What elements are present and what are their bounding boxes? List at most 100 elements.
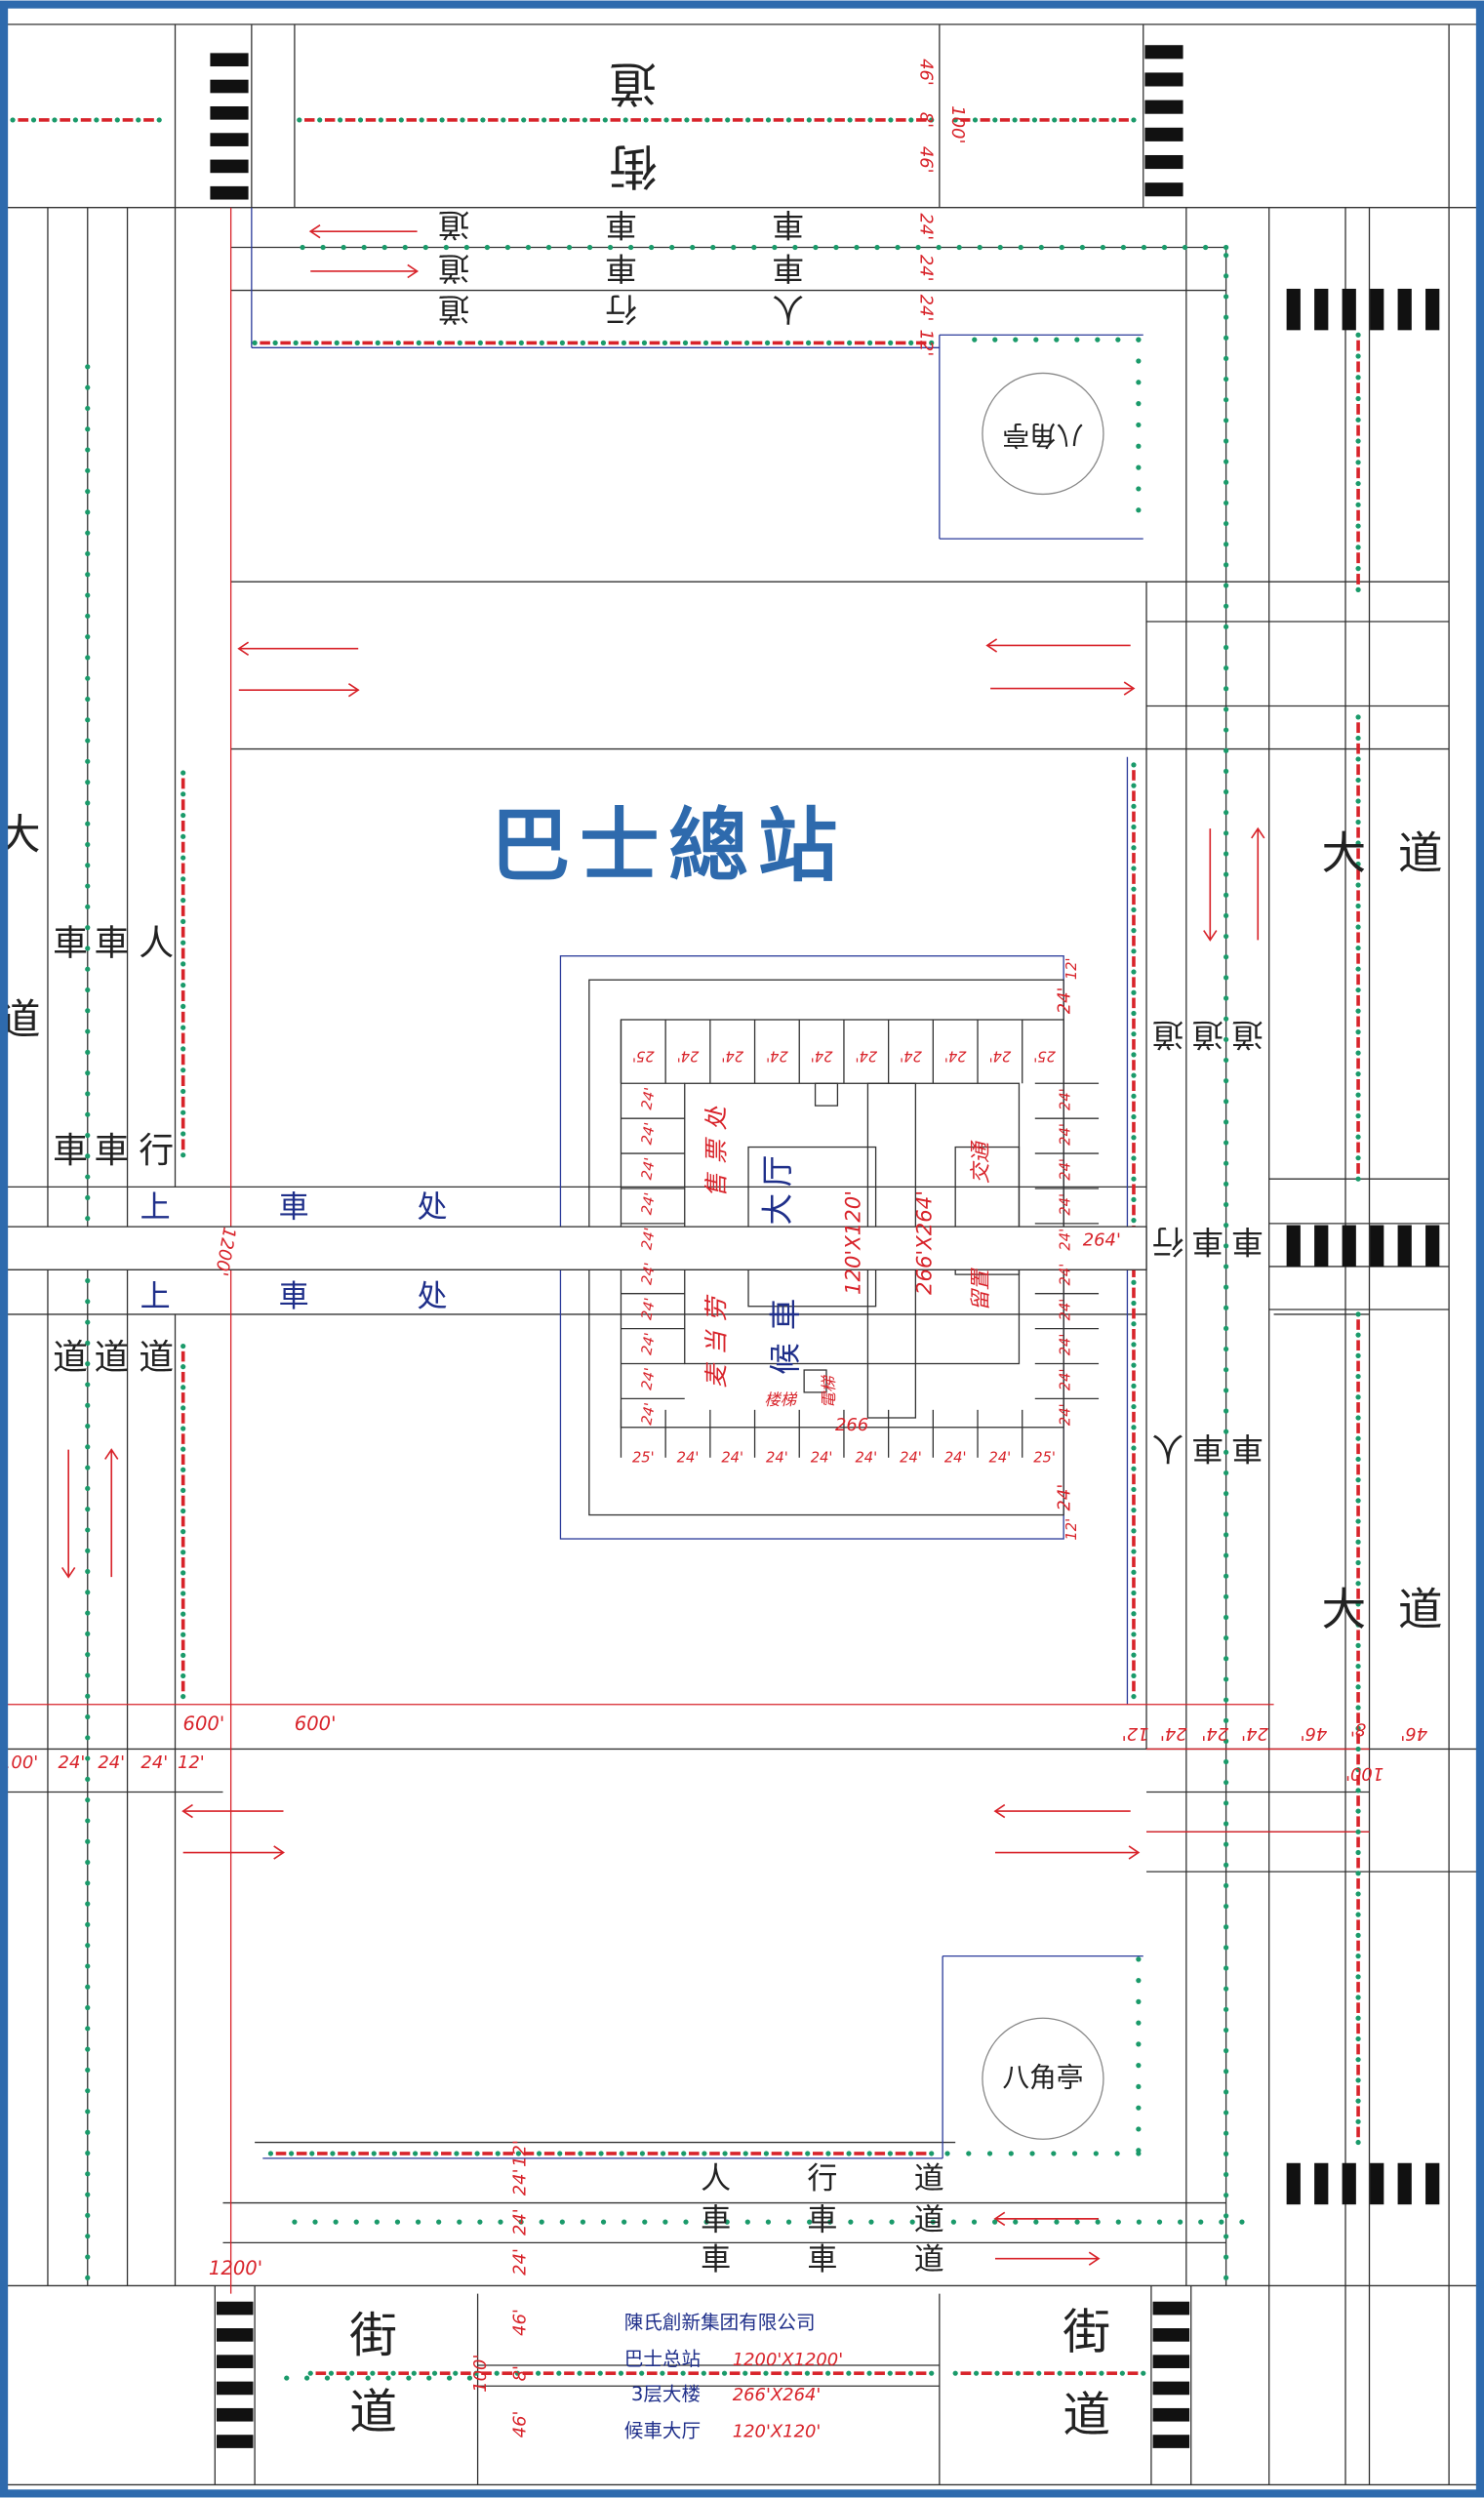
shop-top-label: 24' — [721, 1048, 743, 1065]
tree-dot — [85, 467, 91, 473]
tree-dot — [847, 340, 853, 346]
crosswalk-stripe — [1152, 2435, 1190, 2448]
tree-dot — [1131, 1486, 1137, 1493]
crosswalk — [1152, 2301, 1190, 2448]
tree-dot — [85, 1340, 91, 1346]
tree-dot — [1114, 2151, 1120, 2156]
tree-dot — [1223, 912, 1229, 919]
tree-dot — [85, 1672, 91, 1678]
crosswalk-stripe — [1286, 288, 1301, 331]
tree-dot — [1355, 798, 1361, 804]
tree-dot — [1355, 1539, 1361, 1545]
tree-dot — [1223, 1367, 1229, 1373]
tree-dot — [580, 340, 586, 346]
tree-dot — [1136, 2063, 1142, 2069]
waiting-label: 候車 — [767, 1286, 804, 1375]
tree-dot — [52, 117, 58, 123]
tree-dot — [180, 1672, 186, 1679]
tree-dot — [1355, 1373, 1361, 1380]
tree-dot — [1136, 2219, 1143, 2225]
tree-dot — [457, 340, 462, 346]
tree-dot — [889, 2219, 895, 2225]
shop-dimension-labels: 25'24'24'24'24'24'24'24'24'25'25'24'24'2… — [632, 1048, 1074, 1467]
tree-dot — [1223, 1945, 1229, 1951]
transit-label: 交通 — [969, 1140, 993, 1184]
tree-dot — [1095, 2219, 1101, 2225]
tree-dot — [1223, 1264, 1229, 1269]
tree-dot — [742, 2370, 748, 2376]
pavilion-bottom-circle — [982, 2017, 1104, 2140]
tree-dot — [1223, 727, 1229, 733]
shop-bottom-label: 24' — [677, 1450, 700, 1467]
crosswalk-stripe — [1144, 154, 1183, 170]
tree-dot — [1161, 244, 1168, 251]
tree-dot — [328, 2370, 335, 2376]
tree-dot — [1136, 2020, 1142, 2026]
tree-dot — [180, 1131, 186, 1137]
tree-dot — [580, 2219, 586, 2225]
tree-dot — [1355, 1071, 1361, 1077]
tree-dot — [807, 2219, 813, 2225]
tree-dot — [1223, 1470, 1229, 1476]
tree-dot — [180, 1343, 186, 1350]
tree-dot — [997, 244, 1003, 251]
tree-dot — [484, 244, 490, 251]
tree-dot — [1355, 1725, 1361, 1731]
tree-dot — [1223, 871, 1229, 877]
tree-dot — [1131, 948, 1137, 954]
shop-left-label: 24' — [638, 1086, 659, 1110]
shop-top-label: 24' — [811, 1048, 833, 1065]
tree-dot — [85, 863, 91, 868]
tree-dot — [337, 117, 343, 123]
tree-dot — [1198, 2219, 1204, 2225]
tree-dot — [180, 1632, 186, 1637]
tree-dot — [950, 2219, 957, 2225]
tree-dot — [1223, 1511, 1229, 1517]
tree-dot — [566, 244, 573, 251]
shop-right-label: 24' — [1058, 1158, 1074, 1181]
tree-dot — [1033, 337, 1039, 342]
dim-bottom-label: 24' — [510, 2208, 531, 2236]
tree-dot — [85, 2234, 91, 2239]
dim-right-bottom-label: 24' — [1241, 1723, 1268, 1744]
dim-bottom-label: 46' — [510, 2309, 531, 2336]
tree-dot — [85, 1568, 91, 1575]
crosswalk-stripe — [1144, 100, 1183, 114]
tree-dot — [765, 117, 772, 123]
arrow-head — [1128, 1845, 1141, 1860]
traffic-arrow — [1203, 828, 1218, 942]
tree-dot — [1223, 1077, 1229, 1084]
tree-dot — [1131, 1693, 1137, 1700]
tree-dot — [85, 758, 91, 764]
tree-dot — [85, 1590, 91, 1595]
tree-dot — [1223, 995, 1229, 1001]
arrow-head — [237, 641, 250, 656]
tree-dot — [765, 2219, 772, 2225]
tree-dot — [1131, 1342, 1137, 1348]
tree-dot — [907, 2370, 914, 2376]
crosswalk — [1286, 288, 1440, 331]
tree-dot — [85, 1797, 91, 1803]
crosswalk-stripe — [216, 2301, 254, 2316]
traffic-arrow — [990, 681, 1136, 696]
tree-dot — [1223, 500, 1229, 506]
tree-dot — [680, 2370, 686, 2376]
crosswalk-stripe — [1370, 2162, 1384, 2205]
tree-dot — [1131, 1611, 1137, 1617]
tree-dot — [1223, 810, 1229, 816]
tree-dot — [825, 2151, 831, 2156]
tree-dot — [847, 117, 853, 123]
shop-bottom-label: 24' — [811, 1450, 833, 1467]
tree-dot — [85, 1963, 91, 1969]
crosswalk-stripe — [216, 2355, 254, 2368]
tree-dot — [1223, 2089, 1229, 2095]
elevator-label: 電梯 — [820, 1375, 838, 1408]
tree-dot — [1223, 1903, 1229, 1910]
tree-dot — [1223, 2027, 1229, 2034]
tree-dot — [1223, 418, 1229, 423]
tree-dot — [908, 117, 914, 123]
tree-dot — [783, 2151, 790, 2156]
tree-dot — [1136, 507, 1142, 513]
